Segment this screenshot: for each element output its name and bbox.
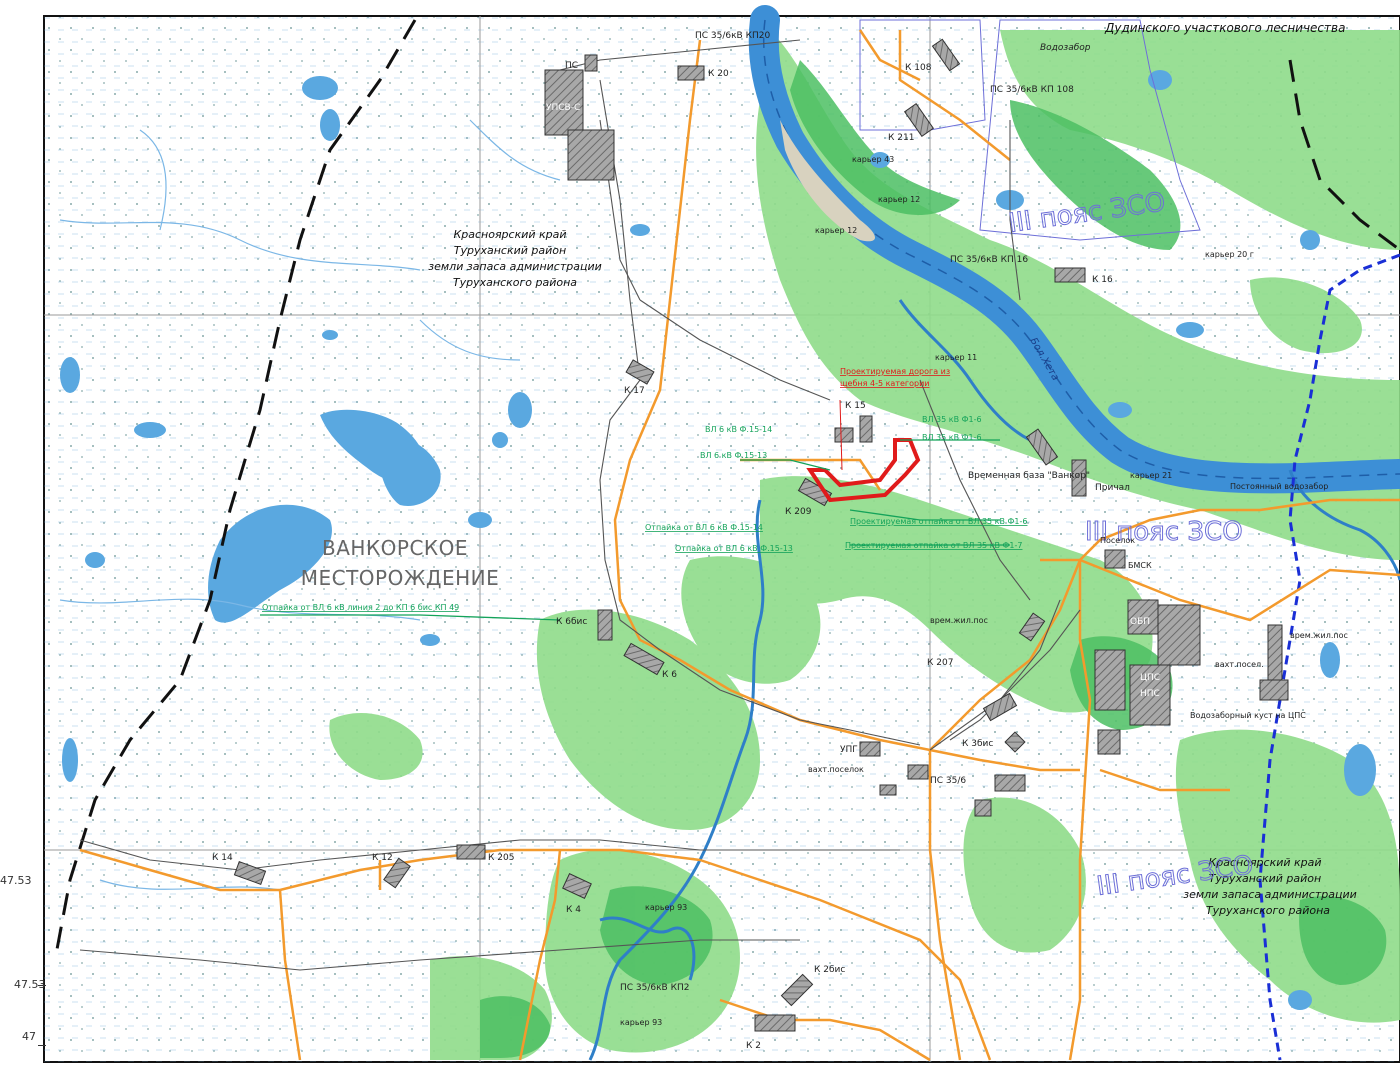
facility-label: Временная база "Ванкор": [968, 471, 1090, 481]
facility-label: Водозабор: [1040, 43, 1091, 53]
region-label-line-3: земли запаса администрации: [428, 260, 602, 273]
region-label-line-2: Туруханский район: [454, 244, 566, 257]
facility-label: УПГ: [840, 745, 858, 755]
facility-label: К 4: [566, 905, 581, 915]
facility-label: К 6: [662, 670, 677, 680]
region-label-line-4: Туруханского района: [453, 276, 577, 289]
facility-label: карьер 11: [935, 353, 977, 362]
project-line-label: Отпайка от ВЛ 6 кВ Ф.15-14: [645, 523, 763, 532]
project-line-label: ВЛ 35 кВ Ф1-6: [922, 415, 982, 424]
facility-label: Поселок: [1100, 536, 1135, 545]
facility-label: К 6бис: [556, 617, 587, 627]
facility-label: ЦПС: [1140, 673, 1160, 683]
facility-label: Причал: [1095, 483, 1130, 493]
region-label-line-1: Красноярский край: [453, 228, 566, 241]
roads: [79, 29, 1400, 1062]
region-label-br-line-3: земли запаса администрации: [1183, 888, 1357, 901]
project-power-lines: [260, 439, 1010, 621]
region-label-br-line-4: Туруханского района: [1206, 904, 1330, 917]
project-line-label: Проектируемая отпайка от ВЛ 35 кВ Ф1-6: [850, 517, 1027, 526]
facility-label: К 15: [845, 401, 866, 411]
project-line-label: ВЛ 6 кВ Ф.15-13: [700, 451, 767, 460]
project-road-link: [839, 399, 843, 471]
facility-label: ПС 35/6кВ КП 16: [950, 255, 1028, 265]
facility-label: вахт.посел.: [1215, 660, 1264, 669]
forestry-label: Дудинского участкового лесничества: [1104, 21, 1345, 35]
project-line-label: Проектируемая отпайка от ВЛ 35 кВ Ф1-7: [845, 541, 1022, 550]
boundary-black-dashed: [53, 19, 417, 961]
project-line-label: Отпайка от ВЛ 6 кВ линия 2 до КП 6 бис К…: [262, 603, 459, 612]
facility-label: карьер 12: [878, 195, 920, 204]
boundary-black-dashed-right: [1288, 59, 1400, 252]
facility-label: К 20: [708, 69, 729, 79]
facility-label: Водозаборный куст на ЦПС: [1190, 711, 1306, 720]
boundary-blue-dashed: [1258, 253, 1400, 1061]
coord-label: 47.53: [0, 874, 32, 887]
coord-label: 47: [22, 1030, 36, 1043]
facility-label: карьер 93: [645, 903, 687, 912]
lakes: [60, 70, 1376, 1010]
project-line-label: ВЛ 6 кВ Ф.15-14: [705, 425, 772, 434]
field-name-line-1: ВАНКОРСКОЕ: [322, 536, 468, 560]
facility-label: УПСВ-С: [546, 103, 580, 113]
streams: [588, 299, 1400, 1061]
zone-label-2: III пояс ЗСО: [1085, 517, 1243, 547]
facility-label: ПС 35/6кВ КП 108: [990, 85, 1074, 95]
facility-label: К 2: [746, 1041, 761, 1051]
facility-label: К 12: [372, 853, 393, 863]
facility-label: ПС: [565, 61, 578, 71]
facility-label: Постоянный водозабор: [1230, 482, 1328, 491]
facility-label: ПС 35/6кВ КП2: [620, 983, 689, 993]
facility-label: вахт.поселок: [808, 765, 864, 774]
facility-label: карьер 43: [852, 155, 894, 164]
facility-label: К 14: [212, 853, 233, 863]
facility-label: карьер 21: [1130, 471, 1172, 480]
facility-label: К 207: [927, 658, 953, 668]
facility-label: ПС 35/6: [930, 776, 966, 786]
facility-label: К 16: [1092, 275, 1113, 285]
facility-label: К 205: [488, 853, 514, 863]
facility-label: НПС: [1140, 689, 1160, 699]
project-road-label-2: щебня 4-5 категории: [840, 379, 929, 388]
field-name-line-2: МЕСТОРОЖДЕНИЕ: [301, 566, 500, 590]
facility-label: К 2бис: [814, 965, 845, 975]
facility-label: ПС 35/6кВ КП20: [695, 31, 770, 41]
river-bolshaya-kheta: [748, 5, 1400, 494]
coord-label: 47.53: [14, 978, 46, 991]
facilities: [233, 38, 1289, 1032]
facility-label: К 211: [888, 133, 914, 143]
facility-label: ОБП: [1130, 617, 1150, 627]
facility-label: К 209: [785, 507, 812, 517]
dense-forest: [480, 60, 1387, 1058]
facility-label: карьер 12: [815, 226, 857, 235]
facility-label: БМСК: [1128, 561, 1152, 570]
facility-label: К 108: [905, 63, 932, 73]
facility-label: К 3бис: [962, 739, 993, 749]
project-road-label-1: Проектируемая дорога из: [840, 367, 950, 376]
region-label-br-line-2: Туруханский район: [1209, 872, 1321, 885]
region-label-br-line-1: Красноярский край: [1208, 856, 1321, 869]
facility-label: врем.жил.пос: [1290, 631, 1348, 640]
facility-label: врем.жил.пос: [930, 616, 988, 625]
facility-label: карьер 93: [620, 1018, 662, 1027]
facility-label: карьер 20 г: [1205, 250, 1254, 259]
project-line-label: ВЛ 35 кВ Ф1-6: [922, 433, 982, 442]
facility-label: К 17: [624, 386, 645, 396]
project-line-label: Отпайка от ВЛ 6 кВ Ф.15-13: [675, 544, 793, 553]
